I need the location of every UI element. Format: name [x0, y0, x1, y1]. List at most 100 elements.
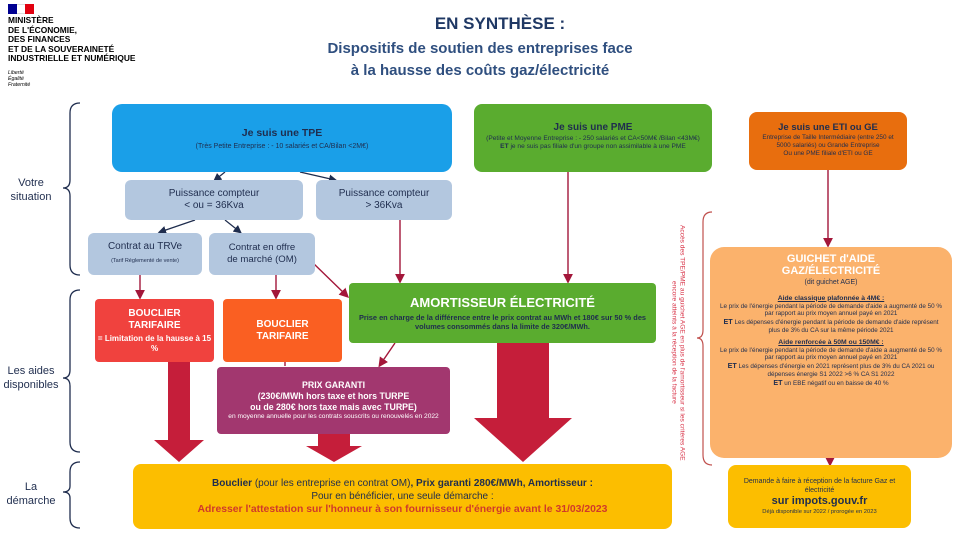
demarche-age-line2: sur impots.gouv.fr	[772, 495, 868, 508]
impots-gouv-link[interactable]: impots.gouv.fr	[791, 494, 868, 507]
tpe-desc: (Très Petite Entreprise : - 10 salariés …	[195, 142, 369, 150]
label-la-demarche: La démarche	[0, 480, 62, 508]
aide2-cond2-text: un EBE négatif ou en baisse de 40 %	[784, 379, 889, 387]
brace-aides	[62, 289, 81, 453]
trve-box: Contrat au TRVe (Tarif Réglementé de ven…	[88, 233, 202, 275]
tpe-title: Je suis une TPE	[241, 126, 323, 139]
pme-desc: (Petite et Moyenne Entreprise : - 250 sa…	[486, 134, 700, 142]
eti-title: Je suis une ETI ou GE	[778, 122, 878, 133]
demarche-age-box: Demande à faire à réception de la factur…	[728, 465, 911, 528]
aide2-cond-text: Les dépenses d'énergie en 2021 représent…	[738, 363, 935, 378]
big-arrow-prix	[306, 434, 362, 462]
aide-renforcee-title: Aide renforcée à 50M ou 150M€ :	[778, 338, 884, 346]
compteur-high-box: Puissance compteur > 36Kva	[316, 180, 452, 220]
aide2-et: ET	[727, 361, 737, 371]
aide1-et: ET	[723, 317, 733, 327]
aide-classique-title: Aide classique plafonnée à 4M€ :	[777, 294, 885, 302]
prix-title: PRIX GARANTI	[301, 380, 366, 390]
flag-blue	[8, 4, 17, 14]
aide2-et2: ET	[773, 377, 783, 387]
label-aides-disponibles: Les aides disponibles	[0, 364, 62, 392]
demarche-age-line3: Déjà disponible sur 2022 / prorogée en 2…	[762, 508, 877, 515]
demarche-line1: Bouclier (pour les entreprise en contrat…	[212, 477, 593, 490]
bouclier1-line1: BOUCLIER	[128, 308, 181, 319]
brace-guichet	[696, 211, 713, 466]
tpe-box: Je suis une TPE (Très Petite Entreprise …	[112, 104, 452, 172]
bouclier2-line2: TARIFAIRE	[256, 330, 309, 342]
bouclier-trve-box: BOUCLIER TARIFAIRE = Limitation de la ha…	[95, 299, 214, 362]
demarche-line3: Adresser l'attestation sur l'honneur à s…	[197, 504, 608, 515]
ministry-line: MINISTÈRE	[8, 15, 54, 25]
prix-line2: ou de 280€ hors taxe mais avec TURPE)	[250, 402, 417, 412]
aide1-cond-text: Les dépenses d'énergie pendant la périod…	[734, 319, 939, 334]
bouclier2-line1: BOUCLIER	[256, 318, 309, 330]
arrow-offre-amort	[311, 261, 350, 298]
bouclier1-line2: TARIFAIRE	[128, 320, 181, 331]
bouclier1-note: = Limitation de la hausse à 15 %	[97, 334, 212, 353]
amortisseur-box: AMORTISSEUR ÉLECTRICITÉ Prise en charge …	[349, 283, 656, 343]
dem-bouclier: Bouclier	[212, 478, 253, 489]
compteur-high-line1: Puissance compteur	[338, 188, 430, 199]
republic-flag-icon	[8, 4, 35, 14]
pme-note-text: je ne suis pas filiale d'un groupe non a…	[510, 143, 686, 151]
brace-situation	[62, 102, 81, 276]
guichet-title2: GAZ/ÉLECTRICITÉ	[781, 265, 881, 277]
page-subtitle: Dispositifs de soutien des entreprises f…	[200, 38, 760, 82]
amortisseur-desc: Prise en charge de la différence entre l…	[358, 312, 647, 332]
arrow-compteur-trve	[157, 219, 196, 235]
offre-line1: Contrat en offre	[228, 242, 296, 253]
arrow-tpe-compteur-high	[299, 171, 338, 183]
side-label-line: Votre	[18, 177, 44, 189]
side-label-line: disponibles	[3, 379, 59, 391]
arrow-amort-prix	[378, 342, 396, 368]
side-label-line: situation	[10, 191, 52, 203]
page-title: EN SYNTHÈSE :	[434, 14, 566, 33]
aide-renforcee-text: Le prix de l'énergie pendant la période …	[720, 346, 942, 362]
guichet-age-box: GUICHET d'AIDE GAZ/ÉLECTRICITÉ (dit guic…	[710, 247, 952, 458]
ministry-line: DES FINANCES	[8, 34, 71, 44]
compteur-high-line2: > 36Kva	[365, 200, 403, 211]
ministry-line: DE L'ÉCONOMIE,	[8, 24, 77, 35]
side-label-line: démarche	[6, 495, 56, 507]
prix-line1: (230€/MWh hors taxe et hors TURPE	[257, 391, 410, 401]
trve-sub: (Tarif Réglementé de vente)	[111, 258, 179, 264]
subtitle-line: Dispositifs de soutien des entreprises f…	[327, 40, 633, 57]
ministry-line: ET DE LA SOUVERAINETÉ	[8, 43, 115, 54]
bouclier-om-box: BOUCLIER TARIFAIRE	[223, 299, 342, 362]
side-label-line: Les aides	[7, 365, 55, 377]
ministry-line: INDUSTRIELLE ET NUMÉRIQUE	[8, 53, 136, 63]
big-arrow-left	[154, 362, 204, 462]
brace-demarche	[62, 461, 81, 529]
pme-et: ET	[500, 143, 509, 151]
republic-motto: Liberté Égalité Fraternité	[8, 70, 68, 88]
trve-label: Contrat au TRVe	[107, 241, 183, 252]
flag-red	[25, 4, 35, 14]
eti-desc: Entreprise de Taille Intermédiaire (entr…	[762, 134, 894, 149]
pme-box: Je suis une PME (Petite et Moyenne Entre…	[474, 104, 712, 172]
pme-title: Je suis une PME	[553, 122, 633, 134]
demarche-age-line1: Demande à faire à réception de la factur…	[743, 477, 896, 494]
aide-classique-text: Le prix de l'énergie pendant la période …	[720, 302, 942, 318]
side-label-line: La	[24, 481, 38, 493]
amortisseur-title: AMORTISSEUR ÉLECTRICITÉ	[410, 294, 595, 310]
big-arrow-center	[474, 343, 572, 462]
motto-line: Fraternité	[8, 82, 31, 88]
eti-box: Je suis une ETI ou GE Entreprise de Tail…	[749, 112, 907, 170]
flag-white	[16, 4, 26, 14]
offre-marche-box: Contrat en offre de marché (OM)	[209, 233, 315, 275]
arrow-tpe-compteur-low	[213, 171, 226, 182]
tpe-pme-age-access-note: Accès des TPE/PME au guichet AGE en plus…	[670, 224, 686, 461]
compteur-low-line1: Puissance compteur	[168, 188, 260, 199]
prix-garanti-box: PRIX GARANTI (230€/MWh hors taxe et hors…	[217, 367, 450, 434]
eti-note: Ou une PME filiale d'ETI ou GE	[783, 150, 873, 157]
ministry-logo-text: MINISTÈRE DE L'ÉCONOMIE, DES FINANCES ET…	[8, 15, 183, 64]
prix-note: en moyenne annuelle pour les contrats so…	[228, 413, 439, 420]
demarche-main-box: Bouclier (pour les entreprise en contrat…	[133, 464, 672, 529]
pme-note: ET je ne suis pas filiale d'un groupe no…	[500, 143, 686, 152]
guichet-title1: GUICHET d'AIDE	[786, 253, 876, 265]
arrow-compteur-offre	[224, 219, 242, 234]
demarche-line2: Pour en bénéficier, une seule démarche :	[311, 491, 494, 502]
subtitle-line: à la hausse des coûts gaz/électricité	[350, 62, 610, 79]
aide-classique-cond: ET Les dépenses d'énergie pendant la pér…	[710, 318, 952, 335]
